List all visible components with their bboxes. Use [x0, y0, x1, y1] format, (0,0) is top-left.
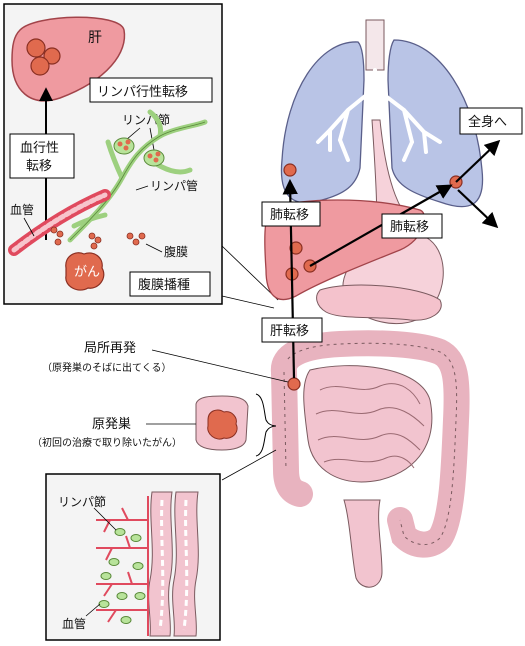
primary-lesion-illustration — [195, 395, 249, 451]
bottom-connector-1 — [221, 449, 277, 481]
inset-connector-1 — [221, 245, 279, 301]
lymph-vessel-outline — [69, 121, 206, 241]
bronchi — [316, 68, 442, 162]
hematogenous-label: 血行性 転移 — [20, 141, 63, 174]
liver-organ-label: 肝 — [88, 30, 102, 46]
lymph-node-cluster-1 — [113, 137, 135, 155]
cancer-mass — [65, 252, 105, 291]
lung-metastasis-label-left: 肺転移 — [270, 208, 309, 223]
local-recurrence-tumor — [287, 377, 301, 391]
whole-body-label: 全身へ — [468, 114, 507, 130]
colon — [270, 330, 470, 558]
intestinal-wall-1 — [148, 491, 173, 637]
bottom-blood-vessel-label: 血管 — [62, 616, 86, 631]
arrow-to-whole-body — [455, 139, 501, 183]
arrow-to-lung-right — [309, 184, 453, 267]
hematogenous-label-line1: 血行性 — [20, 141, 59, 156]
hematogenous-box — [9, 133, 75, 179]
peritoneal-dissemination-box — [129, 271, 211, 297]
blood-vessel-label: 血管 — [10, 202, 34, 217]
primary-lesion-label: 原発巣 — [92, 417, 131, 432]
peritoneal-dissemination-label: 腹膜播種 — [138, 277, 190, 293]
liver-tumor-1 — [289, 241, 303, 255]
peritoneum-label: 腹膜 — [164, 245, 188, 259]
right-lung — [387, 39, 484, 208]
lymphatic-metastasis-box — [89, 77, 213, 103]
lung-metastasis-label-right: 肺転移 — [390, 220, 429, 235]
pancreas — [316, 284, 442, 321]
ascending-colon-segments — [283, 371, 287, 471]
hematogenous-label-line2: 転移 — [26, 159, 52, 174]
primary-lesion-brace — [255, 393, 277, 457]
inset-liver — [11, 16, 126, 102]
intestinal-lumen-2 — [182, 499, 189, 631]
cancer-label: がん — [74, 265, 100, 280]
bottom-lymph-node-label: リンパ節 — [58, 494, 106, 509]
lymph-node-label: リンパ節 — [122, 112, 170, 127]
left-lung — [280, 41, 365, 204]
lung-metastasis-box-left — [261, 201, 321, 227]
primary-lesion-note: （初回の治療で取り除いたがん） — [32, 436, 182, 449]
arrow-to-whole-body-2 — [457, 189, 499, 229]
lymphatic-metastasis-label: リンパ行性転移 — [97, 85, 188, 100]
bottom-lymph-nodes — [98, 528, 146, 624]
left-lung-tumor — [283, 163, 297, 177]
liver-metastasis-label: 肝転移 — [270, 324, 309, 339]
small-intestine-loops — [315, 383, 425, 469]
lymph-vessel-label: リンパ管 — [150, 178, 198, 193]
local-recurrence-leader — [151, 349, 289, 383]
trachea — [365, 19, 385, 71]
mesentery-vessels — [96, 496, 149, 636]
ascending-colon — [271, 359, 313, 507]
blood-vessel-leader — [23, 217, 35, 237]
small-intestine — [303, 365, 433, 483]
anatomy — [264, 19, 484, 588]
local-recurrence-label: 局所再発 — [84, 341, 136, 356]
local-recurrence-note: （原発巣のそばに出てくる） — [42, 361, 172, 374]
liver-metastasis-box — [261, 317, 323, 343]
lymph-node-cluster-2 — [143, 149, 165, 167]
lung-metastasis-box-right — [381, 213, 443, 239]
peritoneum-leader — [145, 243, 163, 253]
intestinal-lumen-1 — [158, 499, 165, 631]
lymph-blood-inset: リンパ節 血管 — [45, 473, 221, 641]
tumor-cells-scattered — [50, 226, 146, 250]
bottom-lymph-node-leader — [93, 507, 117, 531]
bottom-blood-vessel-leader — [85, 603, 101, 617]
whole-body-box — [459, 107, 523, 135]
lymph-vessel-leader — [135, 185, 149, 191]
rectum — [343, 499, 383, 588]
inset-connector-2 — [221, 295, 275, 309]
blood-vessel-inner — [11, 192, 108, 253]
liver-tumors — [26, 38, 61, 76]
metastasis-routes-inset: 肝 血行性 転移 リンパ行性転移 リンパ節 — [3, 3, 223, 305]
lymph-node-leader-1 — [125, 127, 141, 141]
